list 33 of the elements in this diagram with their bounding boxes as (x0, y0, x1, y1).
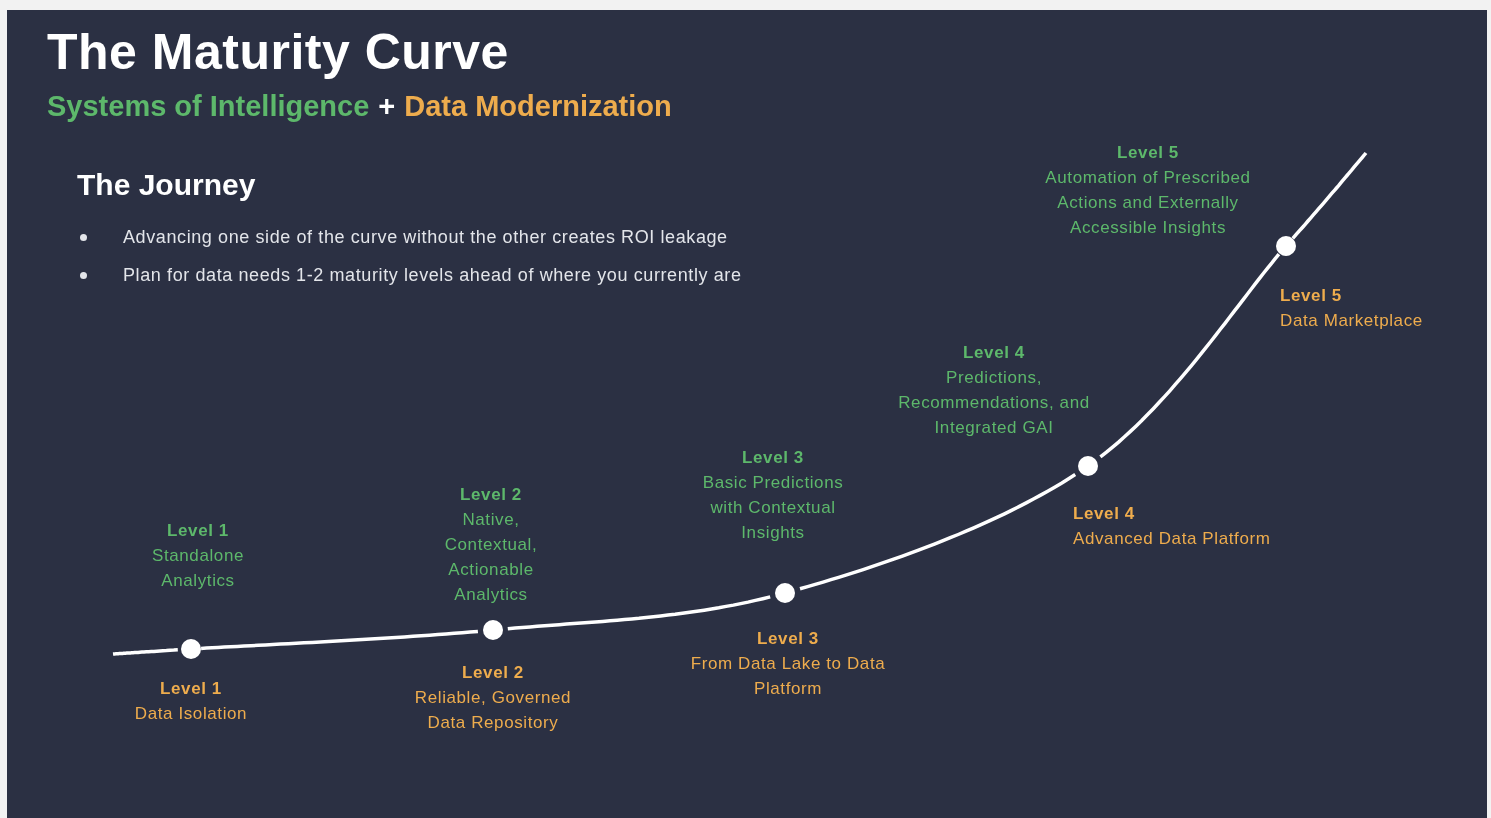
level-heading: Level 2 (461, 662, 525, 684)
bullet-text: Plan for data needs 1-2 maturity levels ahead of where you currently are (77, 258, 742, 296)
title: The Maturity Curve (47, 23, 509, 82)
subtitle-part: Systems of Intelligence (47, 89, 370, 124)
curve-line (799, 473, 1077, 591)
curve-line (507, 595, 771, 631)
level-heading: Level 4 (1073, 503, 1136, 525)
level-description: Predictions, Recommendations, and Integrated GAI (897, 367, 1091, 439)
curve-line (201, 629, 479, 651)
plus-sign: + (378, 89, 396, 124)
curve-line (1099, 253, 1281, 459)
subtitle-part: Data Modernization (404, 89, 672, 124)
level-description: Reliable, Governed Data Repository (413, 687, 573, 734)
level-description: Basic Predictions with Contextual Insights (701, 472, 845, 544)
curve-line (1291, 151, 1368, 240)
level-description: Standalone Analytics (151, 545, 245, 592)
curve-line (112, 648, 178, 656)
section-heading: The Journey (77, 167, 256, 203)
level-description: Data Marketplace (1280, 310, 1424, 332)
level-heading: Level 3 (741, 447, 805, 469)
level-description: Advanced Data Platform (1073, 528, 1272, 550)
level-heading: Level 5 (1280, 285, 1343, 307)
level-heading: Level 4 (962, 342, 1026, 364)
bullet-text: Advancing one side of the curve without the other creates ROI leakage (77, 220, 742, 258)
level-description: Automation of Prescribed Actions and Externally Accessible Insights (1044, 167, 1252, 239)
level-description: From Data Lake to Data Platform (689, 653, 887, 700)
level-heading: Level 1 (159, 678, 223, 700)
level-heading: Level 3 (756, 628, 820, 650)
level-heading: Level 2 (459, 484, 523, 506)
level-heading: Level 1 (166, 520, 230, 542)
level-description: Data Isolation (133, 703, 249, 725)
level-description: Native, Contextual, Actionable Analytics (443, 509, 539, 606)
level-heading: Level 5 (1116, 142, 1180, 164)
